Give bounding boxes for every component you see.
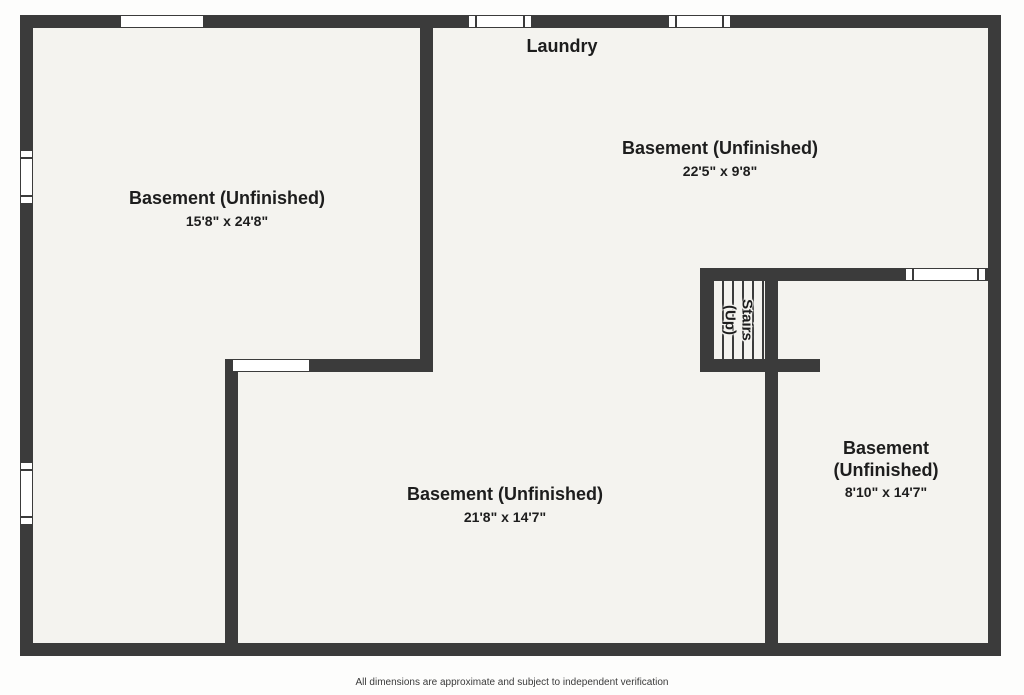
room-dims: 21'8" x 14'7" — [463, 508, 547, 525]
stairs-treads — [712, 281, 765, 359]
wall-interior-vertical-left-room — [420, 15, 433, 372]
window-tick — [475, 16, 477, 27]
window-tick — [722, 16, 724, 27]
window-tick — [523, 16, 525, 27]
room-label-basement-bottom: Basement (Unfinished) 21'8" x 14'7" — [330, 484, 680, 525]
window-tick — [977, 269, 979, 280]
opening-interior-wall — [232, 359, 310, 372]
window-tick — [912, 269, 914, 280]
room-name: Basement (Unfinished) — [406, 484, 604, 504]
wall-outer-bottom — [20, 643, 1001, 656]
wall-interior-vertical-bottom-room — [225, 359, 238, 656]
room-dims: 15'8" x 24'8" — [185, 212, 269, 229]
window-tick — [21, 157, 32, 159]
room-label-basement-left: Basement (Unfinished) 15'8" x 24'8" — [60, 188, 394, 229]
laundry-label-text: Laundry — [526, 36, 598, 56]
window-tick — [21, 469, 32, 471]
window-top-left — [120, 15, 204, 28]
wall-stairs-left — [700, 268, 712, 372]
wall-stairs-bottom — [700, 359, 820, 372]
window-top-middle — [468, 15, 532, 28]
wall-outer-right — [988, 15, 1001, 656]
window-left-upper — [20, 150, 33, 204]
stairs-label-line1: Stairs — [738, 299, 756, 341]
window-tick — [21, 195, 32, 197]
window-tick — [675, 16, 677, 27]
floor-area — [20, 15, 1001, 656]
room-label-basement-right: Basement (Unfinished) 8'10" x 14'7" — [806, 438, 966, 500]
window-tick — [21, 516, 32, 518]
stairs-label: Stairs (Up) — [721, 299, 756, 341]
laundry-label: Laundry — [462, 36, 662, 57]
window-right-section — [905, 268, 986, 281]
wall-interior-vertical-right-room — [765, 268, 778, 656]
room-label-basement-top-right: Basement (Unfinished) 22'5" x 9'8" — [545, 138, 895, 179]
room-dims: 22'5" x 9'8" — [682, 162, 758, 179]
room-name: Basement (Unfinished) — [621, 138, 819, 158]
disclaimer-text: All dimensions are approximate and subje… — [355, 677, 669, 688]
window-left-lower — [20, 462, 33, 525]
room-name: Basement (Unfinished) — [833, 438, 939, 480]
stairs-label-line2: (Up) — [721, 304, 738, 335]
wall-outer-left — [20, 15, 33, 656]
room-name: Basement (Unfinished) — [128, 188, 326, 208]
room-dims: 8'10" x 14'7" — [844, 484, 928, 501]
window-top-right — [668, 15, 731, 28]
